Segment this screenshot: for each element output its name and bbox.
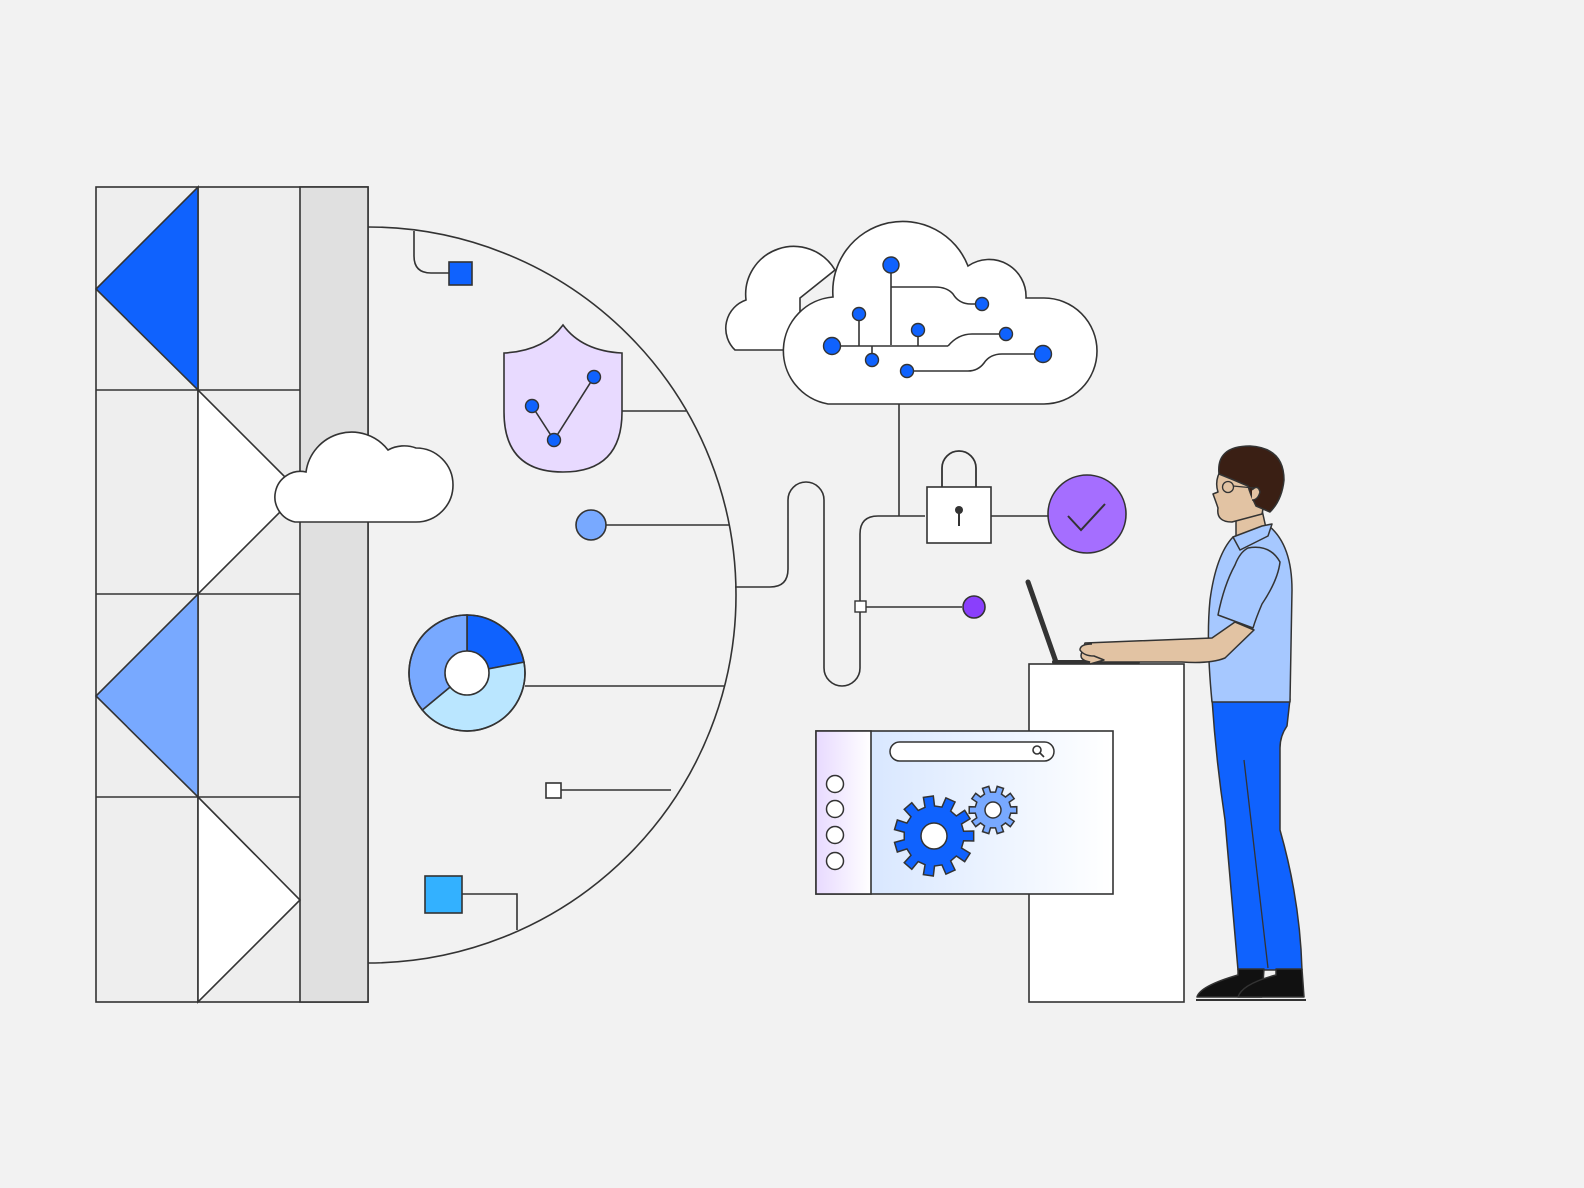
- connector-purple-dot: [854, 595, 986, 619]
- glasses-icon: [1221, 480, 1255, 494]
- connector-square-cyan: [424, 875, 518, 930]
- cloud-icon: [274, 431, 454, 523]
- shoe: [1237, 968, 1305, 998]
- app-window: [815, 730, 1114, 895]
- forearm: [1080, 621, 1255, 664]
- sidebar-item[interactable]: [825, 799, 845, 819]
- person: [1025, 445, 1306, 1001]
- connection-wire: [735, 481, 925, 687]
- checkmark-circle-icon: [1047, 474, 1127, 554]
- triangle-white: [197, 795, 302, 1004]
- connector-dot: [575, 509, 729, 541]
- hair: [1218, 445, 1285, 513]
- search-icon[interactable]: [1032, 745, 1045, 758]
- sidebar-item[interactable]: [825, 774, 845, 794]
- gear-hole: [920, 822, 948, 850]
- shield-network-icon: [503, 323, 686, 473]
- connector-square: [413, 231, 473, 286]
- donut-chart-icon: [408, 614, 724, 732]
- triangle-white: [197, 388, 302, 596]
- gear-hole: [984, 801, 1002, 819]
- sleeve: [1217, 546, 1281, 629]
- sidebar-item[interactable]: [825, 825, 845, 845]
- hand: [1079, 643, 1105, 665]
- connector-square-small: [545, 782, 671, 799]
- gear-icon: [968, 785, 1018, 835]
- triangle-blue: [94, 185, 199, 392]
- cloud-network-icon: [725, 220, 1098, 405]
- grey-strip: [299, 186, 369, 1003]
- half-circle: [367, 226, 737, 964]
- search-input[interactable]: [889, 741, 1055, 762]
- pants: [1211, 698, 1303, 971]
- gear-icon: [893, 795, 975, 877]
- sidebar-item[interactable]: [825, 851, 845, 871]
- padlock-icon: [926, 450, 1048, 544]
- grid-panel: [94, 185, 369, 1004]
- triangle-light-blue: [94, 592, 199, 799]
